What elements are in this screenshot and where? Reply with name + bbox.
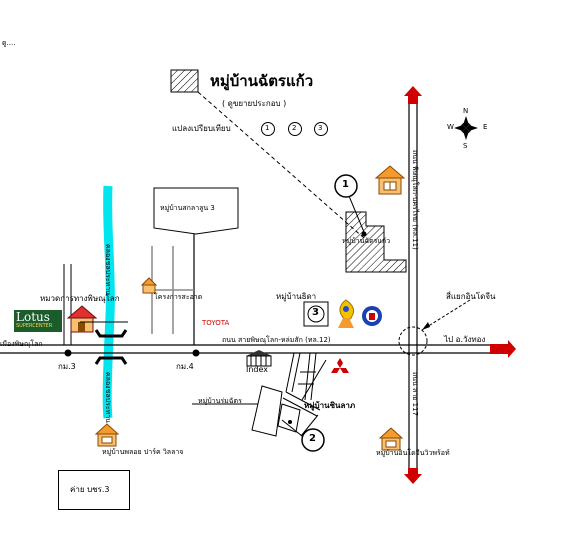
mitsubishi-logo-icon (331, 358, 349, 373)
intersection-circle (398, 326, 428, 356)
km3-dot (64, 349, 72, 357)
chatkaew-small-label: หมู่บ้านฉัตรแก้ว (342, 237, 391, 245)
thida-badge-icon (362, 306, 382, 326)
intersection-label: สี่แยกอินโดจีน (446, 292, 496, 301)
chinalak-plot (277, 403, 301, 433)
golden-village-label: หมู่บ้านอินโดจีนวิวพร้อท์ (376, 449, 450, 457)
main-road-label: ถนน สายพิษณุโลก-หล่มสัก (ทล.12) (222, 336, 331, 344)
small-village-label: โครงการสะอาด (154, 293, 203, 301)
marker-2-circle (301, 428, 325, 452)
sakala-village-label: หมู่บ้านสกลาลูน 3 (160, 204, 215, 212)
to-wangthong-label: ไป อ.วังทอง (444, 335, 486, 344)
arrow-north-icon (404, 86, 422, 104)
compass-icon (454, 116, 478, 140)
intersection-leader (421, 299, 471, 331)
legend-hatch-box (170, 69, 199, 93)
legend-plan-3 (314, 122, 328, 136)
marker-3-label: 3 (312, 307, 319, 318)
canal (102, 185, 115, 419)
km3-label: กม.3 (58, 362, 76, 371)
legend-title: หมู่บ้านฉัตรแก้ว (210, 72, 314, 90)
legend-plan-1-label: 1 (265, 124, 270, 132)
legend-leader (197, 91, 365, 239)
house-icon-ploen (94, 423, 120, 447)
lotus-logo-sub: SUPERCENTER (16, 323, 53, 329)
sakala-village-sign (153, 187, 239, 235)
house-icon-small-village (140, 277, 158, 294)
house-icon-chatkaew (374, 165, 406, 195)
legend-subtitle: ( ดูขยายประกอบ ) (222, 99, 287, 108)
romchat-village-label: หมู่บ้านร่มฉัตร (198, 397, 242, 405)
main-road (0, 344, 490, 354)
marker-1-circle (334, 174, 358, 198)
ploen-village-label: หมู่บ้านพลอย ปาร์ค วิลลาจ (102, 448, 184, 456)
compass-west: W (447, 123, 454, 131)
arrow-south-icon (404, 468, 422, 484)
compass-east: E (483, 123, 488, 131)
house-icon-golden (378, 427, 404, 451)
house-icon-highway-office (66, 305, 98, 333)
highway-south-label: ถนน สาย 117 (411, 372, 419, 416)
top-left-fragment: ดู.... (2, 39, 16, 47)
chinalak-village-label: หมู่บ้านชินลาภ (304, 401, 356, 410)
lotus-logo: Lotus SUPERCENTER (14, 310, 62, 332)
highway-ns (408, 96, 418, 470)
thida-village-label: หมู่บ้านธิดา (276, 292, 317, 301)
chinalak-roads (282, 352, 327, 437)
lotus-logo-text: Lotus (16, 310, 50, 324)
camp-label: ค่าย บชร.3 (70, 485, 110, 494)
highway-north-label: ถนน พิษณุโลก-นครไทย (ทล.11) (411, 150, 419, 250)
chatkaew-plot (345, 211, 407, 273)
thida-emblem-icon (338, 299, 355, 328)
legend-plan-2-label: 2 (292, 124, 297, 132)
to-phitsanulok-label: เมืองพิษณุโลก (0, 340, 43, 348)
compass-south: S (463, 142, 468, 150)
arrow-east-icon (490, 340, 516, 358)
km4-label: กม.4 (176, 362, 194, 371)
legend-plan-3-label: 3 (318, 124, 323, 132)
toyota-label: TOYOTA (202, 319, 230, 327)
highway-office-label: หมวดการทางพิษณุโลก (40, 294, 120, 303)
legend-plan-1 (261, 122, 275, 136)
camp-box: ค่าย บชร.3 (58, 470, 130, 510)
canal-top-label: คลองชลประทาน (104, 244, 112, 295)
compass-north: N (463, 107, 469, 115)
bridge-top (94, 329, 128, 338)
legend-plans-label: แปลงเปรียบเทียบ (172, 124, 231, 133)
canal-bottom-label: คลองชลประทาน (104, 372, 112, 423)
bridge-bottom (94, 356, 128, 365)
km4-dot (192, 349, 200, 357)
marker-1-label: 1 (342, 179, 349, 190)
marker-2-label: 2 (309, 433, 316, 444)
index-building-icon (246, 350, 272, 367)
legend-plan-2 (288, 122, 302, 136)
romchat-plot (251, 385, 283, 437)
index-label: Index (246, 365, 269, 374)
